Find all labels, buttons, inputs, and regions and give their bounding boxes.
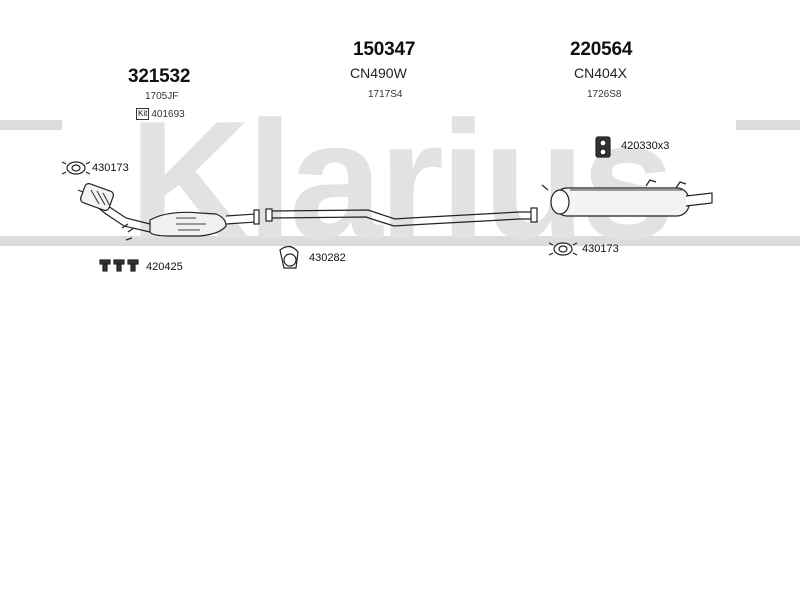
clamp-icon-left xyxy=(61,161,91,175)
accessory-icons xyxy=(61,136,611,272)
center-model-code: CN490W xyxy=(350,65,407,81)
front-ref-code: 1705JF xyxy=(145,91,179,102)
rear-model-code: CN404X xyxy=(574,65,627,81)
clamp-center-number: 430282 xyxy=(309,252,346,264)
clamp-left-number: 430173 xyxy=(92,162,129,174)
clamp-right-number: 430173 xyxy=(582,243,619,255)
bracket-icon-left xyxy=(99,259,139,272)
bracket-left-number: 420425 xyxy=(146,261,183,273)
center-pipe xyxy=(265,207,538,227)
mount-icon-rear xyxy=(595,136,611,158)
rear-part-number: 220564 xyxy=(570,39,633,60)
rear-silencer xyxy=(541,179,713,217)
front-pipe-catalyst xyxy=(77,182,260,241)
mount-rear-number: 420330x3 xyxy=(621,140,670,152)
rear-ref-code: 1726S8 xyxy=(587,89,622,100)
center-ref-code: 1717S4 xyxy=(368,89,403,100)
center-part-number: 150347 xyxy=(353,39,416,60)
clamp-icon-center xyxy=(279,245,299,269)
front-kit: Kit 401693 xyxy=(136,108,185,120)
front-part-number: 321532 xyxy=(128,66,191,87)
clamp-icon-right xyxy=(548,242,578,256)
kit-label: Kit xyxy=(136,108,150,120)
kit-number: 401693 xyxy=(151,108,185,120)
